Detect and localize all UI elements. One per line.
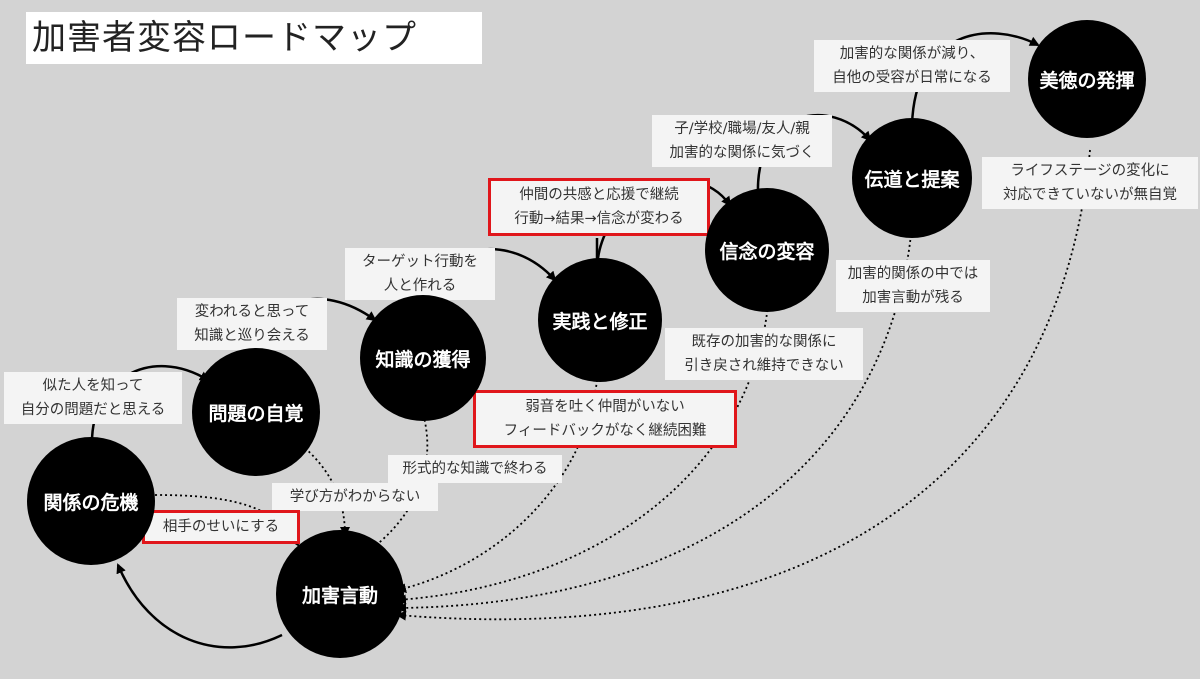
- label-kankei: 加害的関係の中では 加害言動が残る: [836, 260, 990, 312]
- dotted-kakutoku-to-kagai: [368, 409, 429, 552]
- node-jikaku: 問題の自覚: [192, 348, 320, 476]
- dotted-bitoku-to-kagai: [396, 149, 1091, 621]
- node-bitoku: 美徳の発揮: [1028, 20, 1146, 138]
- label-kagaiteki: 加害的な関係が減り、 自他の受容が日常になる: [814, 40, 1010, 92]
- label-kizon: 既存の加害的な関係に 引き戻され維持できない: [665, 328, 863, 380]
- label-aite: 相手のせいにする: [142, 510, 300, 544]
- label-keishiki: 形式的な知識で終わる: [388, 455, 562, 483]
- node-jissen: 実践と修正: [538, 258, 662, 382]
- label-kawareru: 変われると思って 知識と巡り会える: [177, 298, 327, 350]
- label-yowane: 弱音を吐く仲間がいない フィードバックがなく継続困難: [473, 390, 737, 448]
- node-kakutoku: 知識の獲得: [360, 295, 486, 421]
- dotted-jissen-to-kagai: [396, 369, 599, 593]
- label-niteru: 似た人を知って 自分の問題だと思える: [4, 372, 182, 424]
- node-dendou: 伝道と提案: [852, 118, 972, 238]
- label-manabi: 学び方がわからない: [272, 483, 438, 511]
- node-henyou: 信念の変容: [705, 188, 829, 312]
- label-life: ライフステージの変化に 対応できていないが無自覚: [982, 157, 1198, 209]
- label-target: ターゲット行動を 人と作れる: [345, 248, 495, 300]
- node-kagai: 加害言動: [276, 530, 404, 658]
- node-kiki: 関係の危機: [27, 437, 155, 565]
- dotted-kiki-to-kagai: [154, 494, 299, 547]
- label-kodomo: 子/学校/職場/友人/親 加害的な関係に気づく: [652, 115, 832, 167]
- dotted-henyou-to-kagai: [396, 304, 769, 605]
- label-nakama: 仲間の共感と応援で継続 行動→結果→信念が変わる: [488, 178, 710, 236]
- page-title: 加害者変容ロードマップ: [26, 12, 482, 64]
- arrow-kagai-to-kiki: [116, 563, 283, 649]
